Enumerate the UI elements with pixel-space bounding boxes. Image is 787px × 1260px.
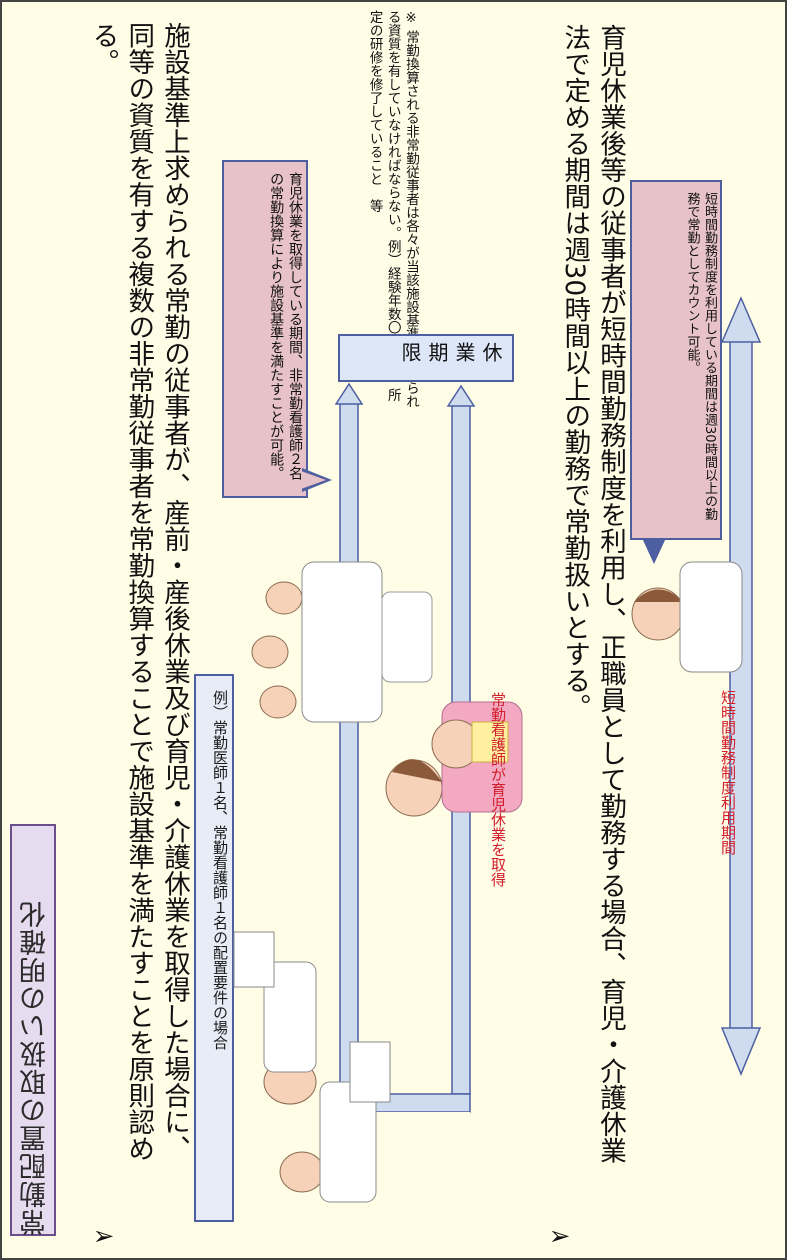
red-label-leave: 常勤看護師が育児休業を取得 <box>489 692 507 887</box>
red-label-short-time: 短時間勤務制度利用期間 <box>719 690 737 855</box>
callout-2-pointer <box>642 538 666 564</box>
callout-1 <box>222 160 308 498</box>
period-box <box>338 334 514 382</box>
leave-arrow-1-head <box>334 382 364 405</box>
callout-1-pointer-fill <box>301 471 326 489</box>
short-time-arrow-head-top <box>720 296 762 343</box>
callout-1-text: 育児休業を取得している期間、非常勤看護師２名の常勤換算により施設基準を満たすこと… <box>268 172 303 480</box>
paragraph-1: 施設基準上求められる常勤の従事者が、産前・産後休業及び育児・介護休業を取得した場… <box>87 22 190 1162</box>
short-time-worker-illustration <box>631 561 743 673</box>
example-box <box>194 674 234 1222</box>
leave-arrow-2-head <box>446 384 476 407</box>
staff-group-illustration <box>251 561 433 723</box>
leave-arrow-bend-2 <box>358 1112 470 1140</box>
paragraph-2: 育児休業後等の従事者が短時間勤務制度を利用し、正職員として勤務する場合、育児・介… <box>559 24 626 1164</box>
example-box-text: 例）常勤医師１名、常勤看護師１名の配置要件の場合 <box>211 690 229 1050</box>
callout-2-text: 短時間勤務制度を利用している期間は週30時間以上の勤務で常勤としてカウント可能。 <box>684 192 717 521</box>
note-text: ※ 常勤換算される非常勤従事者は各々が当該施設基準上求められる資質を有していなけ… <box>366 10 419 409</box>
period-label: 休業期限 <box>398 342 503 376</box>
title-band <box>10 824 56 1236</box>
bullet-arrow-2: ➢ <box>548 1221 571 1252</box>
doctor-nurse-illustration <box>233 931 391 1203</box>
short-time-arrow-head-bottom <box>720 1027 762 1076</box>
leave-arrow-1 <box>339 401 359 1141</box>
callout-2 <box>630 180 722 540</box>
nurse-baby-illustration <box>385 701 523 817</box>
